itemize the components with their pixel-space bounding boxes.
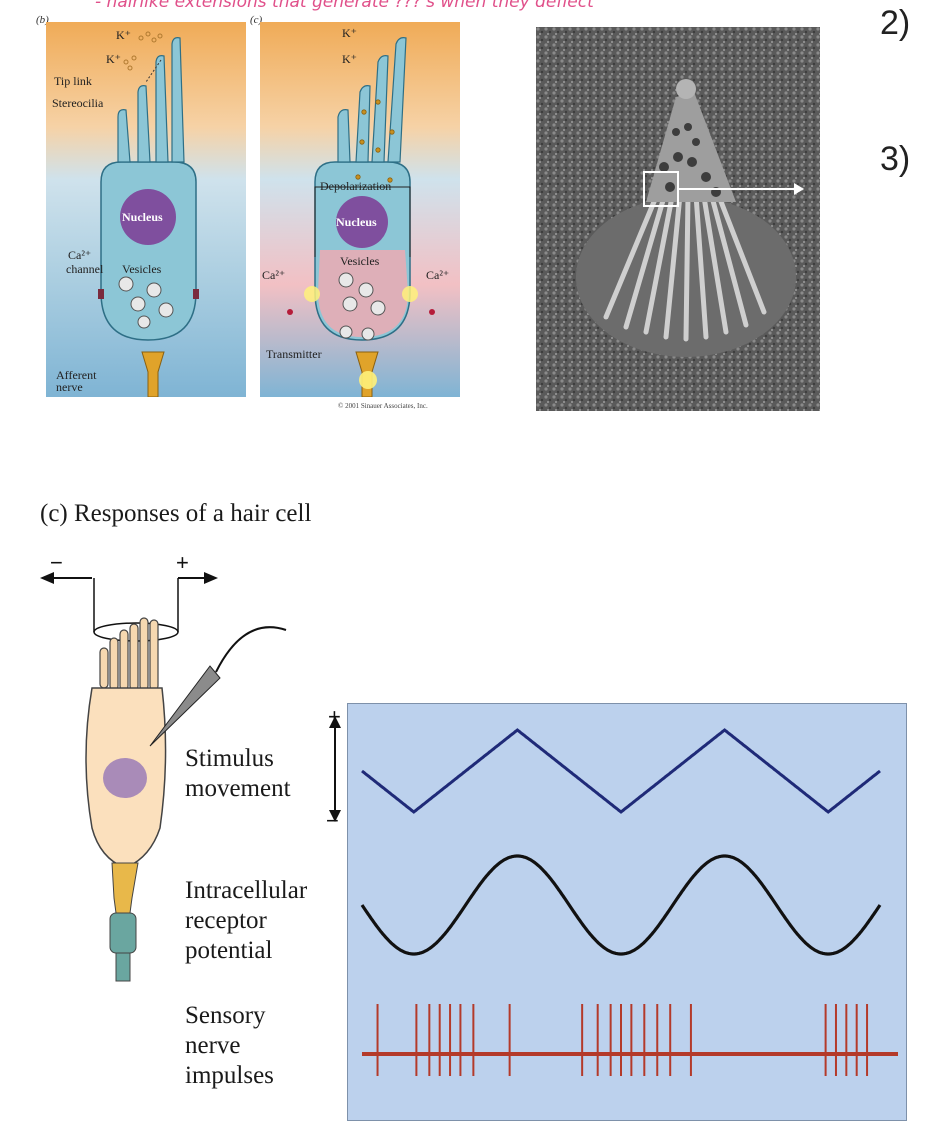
response-traces <box>360 728 898 1076</box>
marker-2: 2) <box>880 4 911 42</box>
stereocilia-bundle-micrograph <box>536 27 820 411</box>
label-afferent: Afferent <box>56 368 97 382</box>
panel-c-letter: (c) <box>250 14 263 26</box>
label-channel: channel <box>66 262 104 276</box>
label-k-plus-1: K⁺ <box>116 28 131 42</box>
panel-c-hair-cell: K⁺ K⁺ Depolarization Nucleus Vesicles Ca… <box>260 22 460 397</box>
stimulus-trace <box>361 728 881 814</box>
copyright-note: © 2001 Sinauer Associates, Inc. <box>338 402 428 410</box>
label-ca-right: Ca²⁺ <box>426 268 450 282</box>
label-vesicles: Vesicles <box>340 254 380 268</box>
row-label-nerve-impulses: Sensory nerve impulses <box>185 1002 274 1089</box>
hair-cell-electrode-illustration <box>40 572 287 982</box>
hair-cell-depolarized-illustration <box>287 37 435 397</box>
stimulus-axis-arrow <box>329 716 341 822</box>
sem-micrograph <box>536 27 820 411</box>
label-nerve: nerve <box>56 380 83 394</box>
label-vesicles: Vesicles <box>122 262 162 276</box>
label-transmitter: Transmitter <box>266 347 322 361</box>
response-plot-panel <box>347 703 907 1121</box>
arrow-plus-label: + <box>176 550 189 575</box>
label-k-plus-2: K⁺ <box>106 52 121 66</box>
panel-b-hair-cell: K⁺ K⁺ Tip link Stereocilia Nucleus Ca²⁺ … <box>46 22 246 397</box>
label-k-plus-1: K⁺ <box>342 26 357 40</box>
label-stereocilia: Stereocilia <box>52 96 104 110</box>
figure-heading: (c) Responses of a hair cell <box>40 500 312 527</box>
label-nucleus: Nucleus <box>122 210 163 224</box>
label-tip-link: Tip link <box>54 74 92 88</box>
arrow-minus-label: − <box>50 550 63 575</box>
axis-minus-label: − <box>326 808 339 833</box>
label-nucleus: Nucleus <box>336 215 377 229</box>
label-depolarization: Depolarization <box>320 179 392 193</box>
label-k-plus-2: K⁺ <box>342 52 357 66</box>
axis-plus-label: + <box>328 704 341 729</box>
receptor-potential-trace <box>360 854 882 956</box>
marker-3: 3) <box>880 140 911 178</box>
panel-b-letter: (b) <box>36 14 49 26</box>
row-label-receptor-potential: Intracellular receptor potential <box>185 877 308 964</box>
label-ca-left: Ca²⁺ <box>262 268 286 282</box>
row-label-stimulus: Stimulus movement <box>185 745 291 802</box>
label-ca: Ca²⁺ <box>68 248 92 262</box>
handwritten-note: - hairlike extensions that generate ???'… <box>95 0 594 12</box>
hair-cell-rest-illustration <box>98 31 199 397</box>
